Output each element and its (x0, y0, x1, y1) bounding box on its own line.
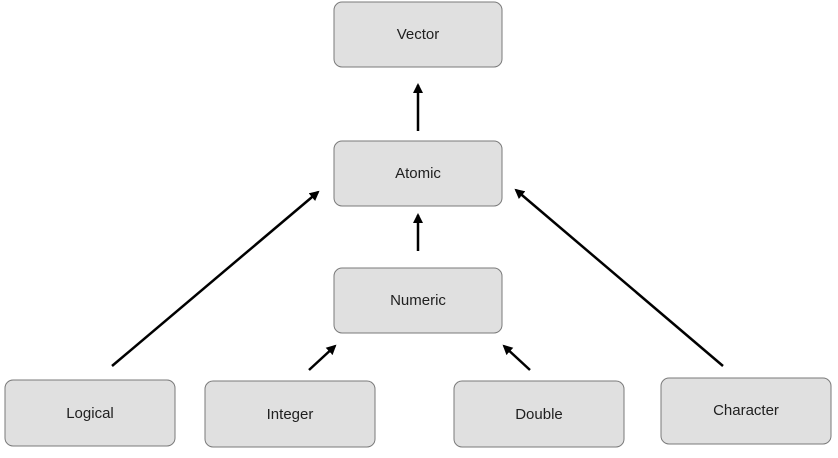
edge-integer-to-numeric (308, 344, 337, 371)
node-vector-box (333, 1, 503, 68)
node-logical-label: Logical (66, 405, 114, 422)
node-numeric-box (333, 267, 503, 334)
node-atomic-box (333, 140, 503, 207)
node-vector-label: Vector (397, 26, 440, 43)
node-vector: Vector (333, 1, 503, 68)
edge-double-to-numeric (502, 344, 531, 371)
node-numeric-label: Numeric (390, 292, 446, 309)
node-character: Character (660, 377, 832, 445)
node-numeric: Numeric (333, 267, 503, 334)
node-character-box (660, 377, 832, 445)
node-integer: Integer (204, 380, 376, 448)
node-character-label: Character (713, 402, 779, 419)
edges (111, 83, 724, 371)
edge-logical-to-atomic (111, 190, 320, 367)
node-double: Double (453, 380, 625, 448)
node-double-label: Double (515, 406, 563, 423)
node-double-box (453, 380, 625, 448)
edge-character-to-atomic (514, 188, 724, 367)
node-integer-label: Integer (267, 406, 314, 423)
node-integer-box (204, 380, 376, 448)
node-logical: Logical (4, 379, 176, 447)
node-logical-box (4, 379, 176, 447)
node-atomic-label: Atomic (395, 165, 441, 182)
node-atomic: Atomic (333, 140, 503, 207)
